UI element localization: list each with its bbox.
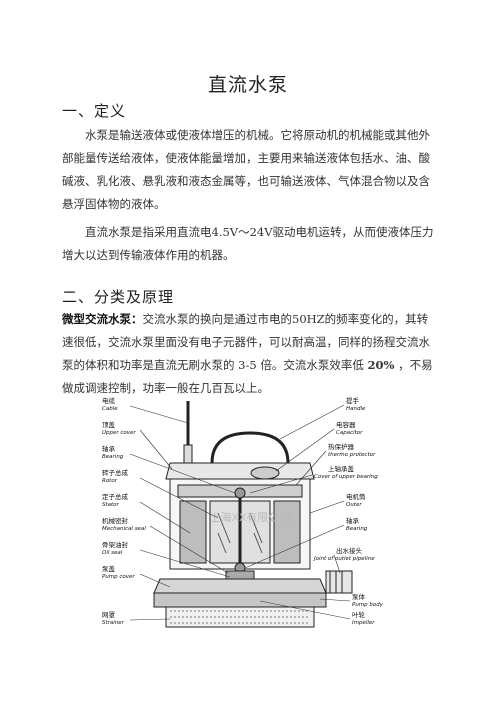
- left-leader-lines: [129, 405, 236, 621]
- label-stator-en: Stator: [102, 502, 120, 508]
- label-mech-seal-cn: 机械密封: [102, 516, 129, 525]
- definition-body: 水泵是输送液体或使液体增压的机械。它将原动机的机械能或其他外部能量传送给液体，使…: [62, 124, 434, 267]
- label-thermo-cn: 热保护器: [328, 442, 355, 451]
- label-cable-cn: 电缆: [102, 396, 116, 405]
- label-handle-cn: 提手: [346, 396, 360, 405]
- label-upper-cover-cn: 顶盖: [102, 420, 116, 429]
- pump-diagram: 上海XX有限公司 电缆 Cable 顶盖 Upper cover 轴承 Bear…: [102, 396, 384, 628]
- definition-paragraph-2: 直流水泵是指采用直流电4.5V～24V驱动电机运转，从而使液体压力增大以达到传输…: [62, 225, 434, 262]
- section-heading-definition: 一、定义: [62, 102, 127, 120]
- definition-paragraph-1: 水泵是输送液体或使液体增压的机械。它将原动机的机械能或其他外部能量传送给液体，使…: [62, 128, 430, 211]
- left-labels: 电缆 Cable 顶盖 Upper cover 轴承 Bearing 转子总成 …: [102, 396, 146, 626]
- label-bearing-left-en: Bearing: [102, 454, 124, 460]
- label-upper-bearing-cover-cn: 上轴承盖: [328, 464, 355, 473]
- label-bearing-left-cn: 轴承: [102, 444, 116, 453]
- label-pump-body-cn: 泵体: [352, 592, 366, 601]
- label-rotor-en: Rotor: [102, 478, 118, 484]
- label-outer-cn: 电机筒: [346, 492, 366, 501]
- label-capacitor-cn: 电容器: [336, 420, 356, 429]
- section-heading-classification: 二、分类及原理: [62, 288, 175, 306]
- label-rotor-cn: 转子总成: [102, 468, 129, 477]
- label-outlet-joint-cn: 出水接头: [336, 546, 363, 555]
- label-impeller-cn: 叶轮: [352, 610, 366, 619]
- pump-illustration: [153, 401, 353, 628]
- classification-body: 微型交流水泵：交流水泵的换向是通过市电的50HZ的频率变化的，其转速很低，交流水…: [62, 308, 434, 400]
- label-pump-cover-en: Pump cover: [102, 574, 135, 580]
- diagram-watermark: 上海XX有限公司: [210, 510, 291, 524]
- label-cable-en: Cable: [102, 406, 118, 412]
- label-stator-cn: 定子总成: [102, 492, 129, 501]
- label-capacitor-en: Capacitor: [336, 430, 363, 436]
- label-oil-seal-cn: 骨架油封: [102, 540, 129, 549]
- ac-pump-lead: 微型交流水泵：: [62, 312, 143, 326]
- ac-pump-text-a: 交流水泵的换向是通过市电的50HZ的频率变化的，其转速很低，交流水泵里面没有电子…: [62, 312, 430, 372]
- label-pump-body-en: Pump body: [352, 602, 384, 608]
- label-handle-en: Handle: [346, 406, 366, 412]
- label-outlet-joint-en: Joint of outlet pipeline: [313, 556, 375, 562]
- right-labels: 提手 Handle 电容器 Capacitor 热保护器 thermo prot…: [313, 396, 384, 626]
- right-leader-lines: [244, 404, 351, 620]
- label-outer-en: Outer: [346, 502, 362, 508]
- label-upper-cover-en: Upper cover: [102, 430, 136, 436]
- label-impeller-en: Impeller: [352, 620, 375, 626]
- label-pump-cover-cn: 泵盖: [102, 564, 116, 573]
- ac-pump-efficiency: 20%: [367, 358, 395, 372]
- label-strainer-en: Strainer: [102, 620, 125, 626]
- label-upper-bearing-cover-en: Cover of upper bearing: [314, 474, 378, 480]
- ac-pump-text-b: ，不易做成调速控制，功率一般在几百瓦以上。: [62, 358, 433, 395]
- label-strainer-cn: 网罩: [102, 611, 116, 619]
- label-bearing-right-cn: 轴承: [346, 516, 360, 525]
- label-oil-seal-en: Oil seal: [102, 550, 123, 556]
- label-thermo-en: thermo protector: [328, 452, 376, 458]
- page-title: 直流水泵: [207, 74, 288, 96]
- label-bearing-right-en: Bearing: [346, 526, 368, 532]
- label-mech-seal-en: Mechanical seal: [102, 526, 146, 532]
- classification-paragraph: 微型交流水泵：交流水泵的换向是通过市电的50HZ的频率变化的，其转速很低，交流水…: [62, 308, 434, 400]
